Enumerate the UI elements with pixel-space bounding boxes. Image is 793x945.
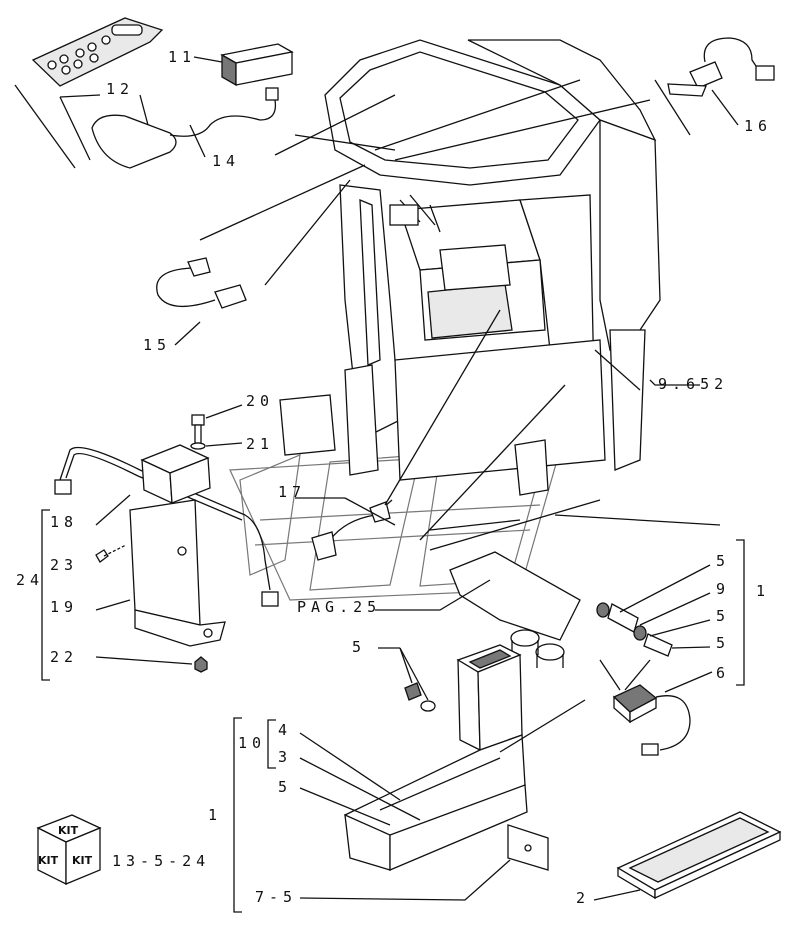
label-9: 9 [716,580,730,598]
kit-left-text: KIT [38,854,59,867]
label-17: 17 [278,483,306,501]
label-15: 15 [143,336,171,354]
label-5e: 5 [278,778,292,796]
reference-number: 13-5-24 [112,852,210,870]
part-23-screw [95,544,127,563]
label-20: 20 [246,392,274,410]
label-pag25: PAG.25 [297,598,381,616]
remote-keypad [31,17,164,87]
label-5a: 5 [716,552,730,570]
label-23: 23 [50,556,78,574]
label-14: 14 [212,152,240,170]
label-5b: 5 [716,607,730,625]
label-21: 21 [246,435,274,453]
label-9652: 9.652 [658,375,728,393]
label-12: 12 [106,80,134,98]
label-1a: 1 [756,582,770,600]
part-16-switch [667,37,775,126]
part-20-bolt [190,404,243,450]
part-9-spacer-set [596,564,711,657]
label-22: 22 [50,648,78,666]
part-1-console [344,644,586,871]
label-10: 10 [238,734,266,752]
label-24: 24 [16,571,44,589]
part-19-bracket [95,499,226,647]
kit-top-text: KIT [58,824,79,837]
label-3: 3 [278,748,292,766]
cab-frame [279,39,661,496]
part-17-cable [295,309,566,561]
part-5-clip [378,647,436,712]
part-22-nut [95,656,208,673]
label-5d: 5 [352,638,366,656]
label-16: 16 [744,117,772,135]
label-7-5: 7-5 [255,888,297,906]
label-1b: 1 [208,806,222,824]
label-5c: 5 [716,634,730,652]
part-2-mat [593,811,782,901]
part-11-module [193,43,294,87]
part-15-sensor [156,257,247,346]
label-18: 18 [50,513,78,531]
page-25-console [375,499,601,668]
part-6-switch [599,659,713,756]
label-2: 2 [576,889,590,907]
label-11: 11 [168,48,196,66]
part-7-5-plate [507,824,549,871]
label-4: 4 [278,721,292,739]
kit-cube-icon: KIT KIT KIT [36,814,102,886]
label-6: 6 [716,664,730,682]
part-18-harness [54,444,279,607]
kit-right-text: KIT [72,854,93,867]
label-19: 19 [50,598,78,616]
part-12-mirror [91,87,279,169]
